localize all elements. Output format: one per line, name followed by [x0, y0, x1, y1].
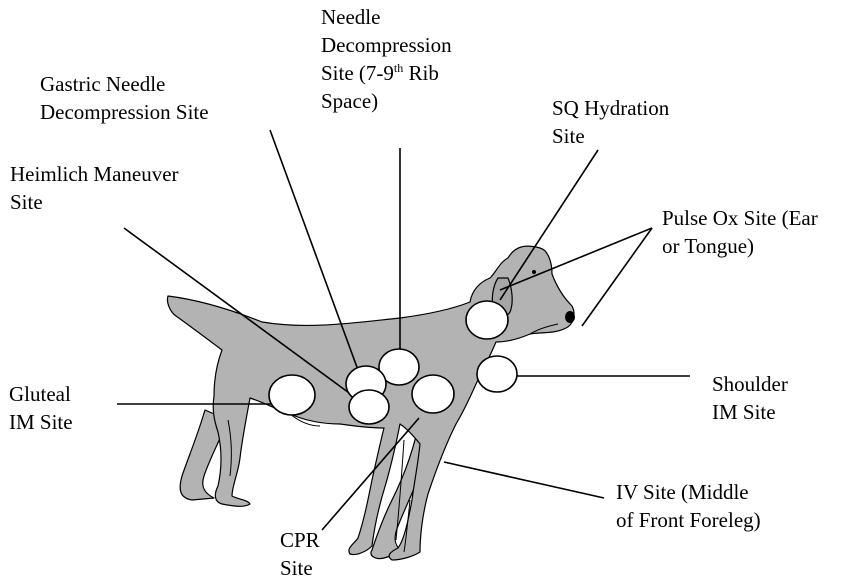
gastric-needle-line-1: Gastric Needle — [40, 70, 209, 98]
needle-decompression-line-3: Site (7-9th Rib — [321, 59, 452, 87]
pulse-ox-line-2: or Tongue) — [662, 232, 818, 260]
cpr-line-2: Site — [280, 554, 320, 582]
iv-site-label: IV Site (Middle of Front Foreleg) — [616, 478, 761, 534]
cpr-marker — [412, 375, 454, 413]
gastric-needle-line-2: Decompression Site — [40, 98, 209, 126]
gluteal-im-line-2: IM Site — [9, 408, 73, 436]
shoulder-im-label: Shoulder IM Site — [712, 370, 788, 426]
gluteal-im-label: Gluteal IM Site — [9, 380, 73, 436]
needle-decompression-line-3-sup: th — [394, 61, 403, 75]
heimlich-marker — [349, 390, 389, 424]
pulse-ox-line-1: Pulse Ox Site (Ear — [662, 204, 818, 232]
heimlich-line-2: Site — [10, 188, 179, 216]
iv-site-line-1: IV Site (Middle — [616, 478, 761, 506]
needle-decompression-line-3-pre: Site (7-9 — [321, 61, 394, 85]
sq-hydration-line-2: Site — [552, 122, 669, 150]
cpr-label: CPR Site — [280, 526, 320, 582]
heimlich-line-1: Heimlich Maneuver — [10, 160, 179, 188]
pulse-ox-label: Pulse Ox Site (Ear or Tongue) — [662, 204, 818, 260]
needle-decompression-line-4: Space) — [321, 87, 452, 115]
needle-decompression-line-1: Needle — [321, 3, 452, 31]
shoulder-im-line-1: Shoulder — [712, 370, 788, 398]
dog-eye — [532, 270, 536, 274]
needle-decompression-line-3-post: Rib — [403, 61, 439, 85]
cpr-line-1: CPR — [280, 526, 320, 554]
iv-site-line-2: of Front Foreleg) — [616, 506, 761, 534]
needle-decompression-label: Needle Decompression Site (7-9th Rib Spa… — [321, 3, 452, 115]
shoulder-im-marker — [477, 356, 517, 392]
sq-hydration-label: SQ Hydration Site — [552, 94, 669, 150]
sq-hydration-line-1: SQ Hydration — [552, 94, 669, 122]
gluteal-im-marker — [269, 375, 315, 415]
heimlich-label: Heimlich Maneuver Site — [10, 160, 179, 216]
gastric-needle-label: Gastric Needle Decompression Site — [40, 70, 209, 126]
needle-decompression-line-2: Decompression — [321, 31, 452, 59]
pulse-ox-marker — [466, 301, 508, 339]
iv-leader — [444, 462, 604, 498]
gluteal-im-line-1: Gluteal — [9, 380, 73, 408]
dog-nose — [565, 311, 575, 323]
shoulder-im-line-2: IM Site — [712, 398, 788, 426]
